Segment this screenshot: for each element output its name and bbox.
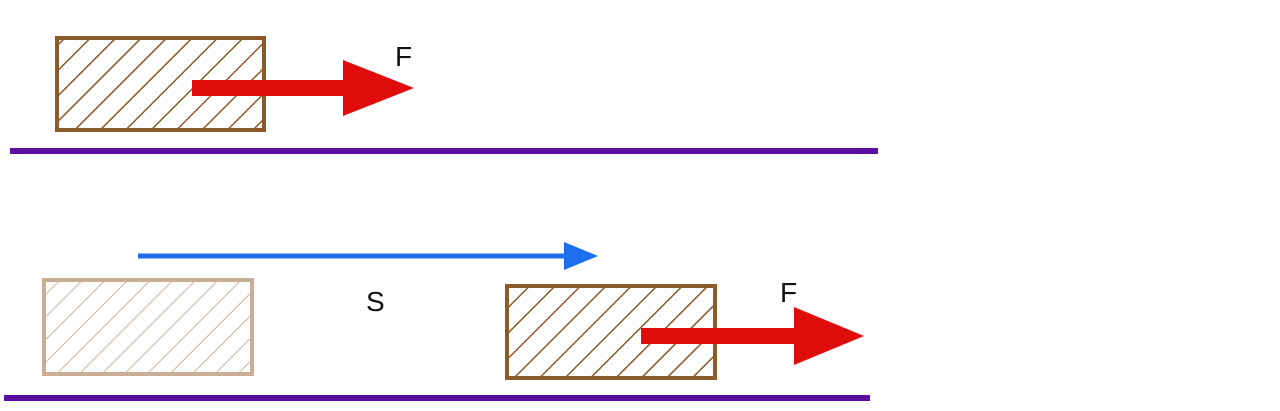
- block-initial-ghost: [42, 278, 254, 376]
- displacement-label: S: [366, 286, 385, 317]
- top-scene: F: [10, 36, 878, 154]
- bottom-scene: S F: [4, 242, 870, 401]
- force-arrow-bottom: [641, 307, 864, 365]
- force-label-top: F: [395, 41, 412, 72]
- force-arrow-top: [192, 60, 414, 116]
- force-label-bottom: F: [780, 277, 797, 308]
- displacement-arrow: [138, 242, 598, 270]
